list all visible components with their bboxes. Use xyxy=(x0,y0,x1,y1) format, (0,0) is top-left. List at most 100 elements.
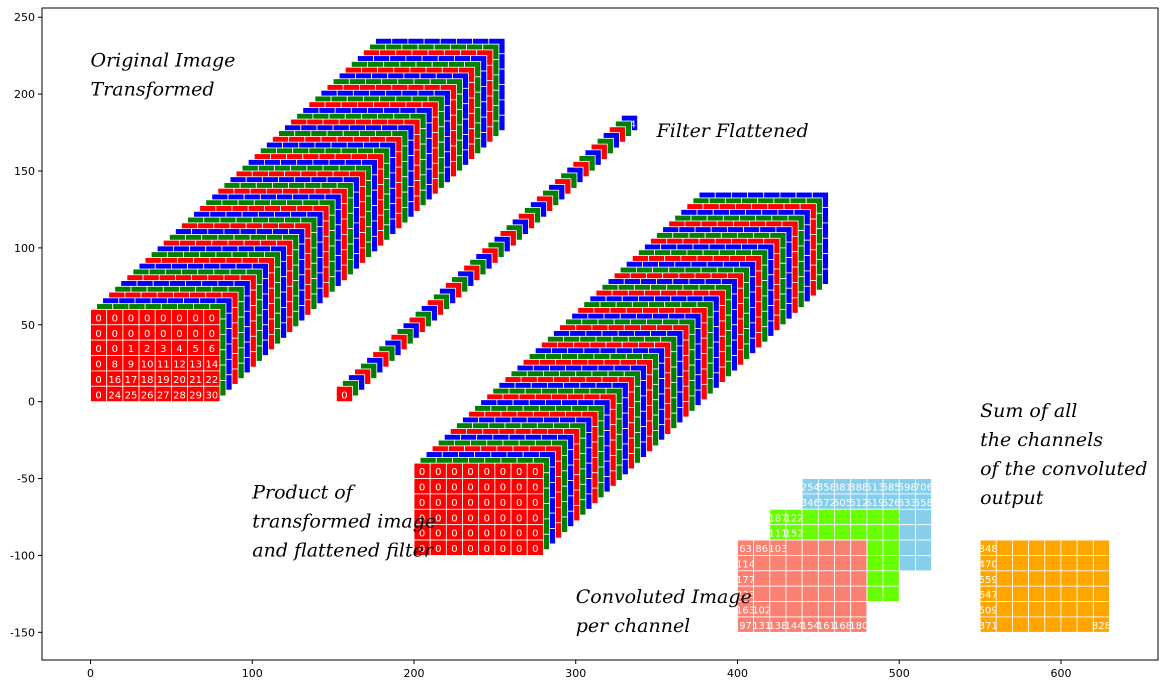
sum-cell xyxy=(1028,616,1046,633)
conv-cell xyxy=(834,555,852,572)
conv-cell xyxy=(801,585,819,602)
transformed-image-cell-label: 0 xyxy=(95,360,101,371)
product-block-cell-label: 0 xyxy=(435,483,441,494)
filter-cell-label: 0 xyxy=(341,390,347,401)
product-block-cell-label: 0 xyxy=(500,498,506,509)
sum-cell xyxy=(1092,601,1110,618)
conv-cell-label: 103 xyxy=(768,544,787,555)
sum-cell xyxy=(1028,570,1046,587)
sum-cell xyxy=(1076,601,1094,618)
transformed-image-cell-label: 1 xyxy=(128,344,134,355)
conv-cell xyxy=(850,601,868,618)
product-block-cell-label: 0 xyxy=(500,529,506,540)
product-block-cell-label: 0 xyxy=(532,483,538,494)
conv-cell-label: 97 xyxy=(739,621,752,632)
sum-cell xyxy=(1092,555,1110,572)
product-block-cell-label: 0 xyxy=(435,498,441,509)
conv-cell xyxy=(882,585,900,602)
conv-cell-label: 706 xyxy=(914,483,933,494)
conv-cell xyxy=(866,524,884,541)
conv-cell xyxy=(914,508,932,526)
sum-cell xyxy=(995,555,1013,572)
conv-cell xyxy=(801,539,819,556)
conv-cell xyxy=(801,570,819,587)
transformed-image-cell-label: 30 xyxy=(205,390,218,401)
product-block-cell-label: 0 xyxy=(516,513,522,524)
product-block-cell-label: 0 xyxy=(516,483,522,494)
transformed-image-cell-label: 20 xyxy=(173,375,186,386)
transformed-image-cell-label: 4 xyxy=(176,344,182,355)
conv-cell-label: 102 xyxy=(752,606,771,617)
transformed-image-cell-label: 0 xyxy=(192,313,198,324)
conv-cell xyxy=(834,508,852,526)
product-block-cell-label: 0 xyxy=(516,544,522,555)
sum-cell xyxy=(1028,601,1046,618)
conv-cell xyxy=(817,601,835,618)
sum-cell-label: 828 xyxy=(1092,621,1111,632)
product-block-cell-label: 0 xyxy=(467,529,473,540)
conv-cell xyxy=(769,601,787,618)
sum-cell xyxy=(1012,585,1030,602)
transformed-image-cell-label: 28 xyxy=(173,390,186,401)
conv-cell xyxy=(817,539,835,556)
sum-cell xyxy=(995,585,1013,602)
product-block-cell-label: 0 xyxy=(532,529,538,540)
sum-cell xyxy=(1028,539,1046,556)
transformed-image-cell-label: 19 xyxy=(157,375,170,386)
sum-cell xyxy=(1092,585,1110,602)
transformed-image-cell-label: 10 xyxy=(141,360,154,371)
conv-cell xyxy=(834,601,852,618)
transformed-image-cell-label: 0 xyxy=(112,344,118,355)
product-block-cell-label: 0 xyxy=(467,544,473,555)
transformed-image-cell-label: 0 xyxy=(209,313,215,324)
conv-cell xyxy=(753,570,771,587)
sum-cell xyxy=(995,570,1013,587)
transformed-image-cell-label: 0 xyxy=(192,329,198,340)
conv-cell xyxy=(914,524,932,541)
sum-cell xyxy=(995,616,1013,633)
conv-cell xyxy=(785,555,803,572)
conv-cell xyxy=(866,585,884,602)
sum-cell-label: 647 xyxy=(979,590,998,601)
sum-cell xyxy=(1076,570,1094,587)
product-block-cell-label: 0 xyxy=(467,513,473,524)
conv-cell-label: 114 xyxy=(736,559,755,570)
product-block-cell-label: 0 xyxy=(484,483,490,494)
conv-cell xyxy=(898,524,916,541)
conv-cell xyxy=(866,508,884,526)
transformed-image-cell-label: 0 xyxy=(95,375,101,386)
conv-cell xyxy=(850,524,868,541)
product-block-cell-label: 0 xyxy=(532,544,538,555)
conv-cell-label: 63 xyxy=(739,544,752,555)
conv-cell-label: 86 xyxy=(755,544,768,555)
conv-cell xyxy=(753,555,771,572)
transformed-image-cell-label: 0 xyxy=(95,329,101,340)
conv-cell xyxy=(914,539,932,556)
transformed-image-cell-label: 16 xyxy=(108,375,121,386)
sum-cell xyxy=(1060,585,1078,602)
transformed-image-cell-label: 0 xyxy=(176,329,182,340)
sum-cell-label: 509 xyxy=(979,606,998,617)
conv-cell xyxy=(785,570,803,587)
product-block-cell-label: 0 xyxy=(435,467,441,478)
product-block-cell-label: 0 xyxy=(500,467,506,478)
product-block-cell-label: 0 xyxy=(484,529,490,540)
transformed-image-cell-label: 0 xyxy=(160,329,166,340)
sum-cell xyxy=(1012,570,1030,587)
transformed-image-cell-label: 0 xyxy=(95,390,101,401)
sum-cell xyxy=(1076,585,1094,602)
transformed-image-cell-label: 0 xyxy=(128,313,134,324)
product-block-cell-label: 0 xyxy=(532,513,538,524)
sum-cell xyxy=(1060,616,1078,633)
product-block-cell-label: 0 xyxy=(516,529,522,540)
product-block-cell-label: 0 xyxy=(484,498,490,509)
transformed-image-cell-label: 0 xyxy=(176,313,182,324)
transformed-image-cell-label: 0 xyxy=(209,329,215,340)
sum-cell-label: 559 xyxy=(979,575,998,586)
conv-cell xyxy=(914,555,932,572)
conv-cell xyxy=(834,524,852,541)
product-block-cell-label: 0 xyxy=(419,483,425,494)
transformed-image-cell-label: 25 xyxy=(125,390,138,401)
